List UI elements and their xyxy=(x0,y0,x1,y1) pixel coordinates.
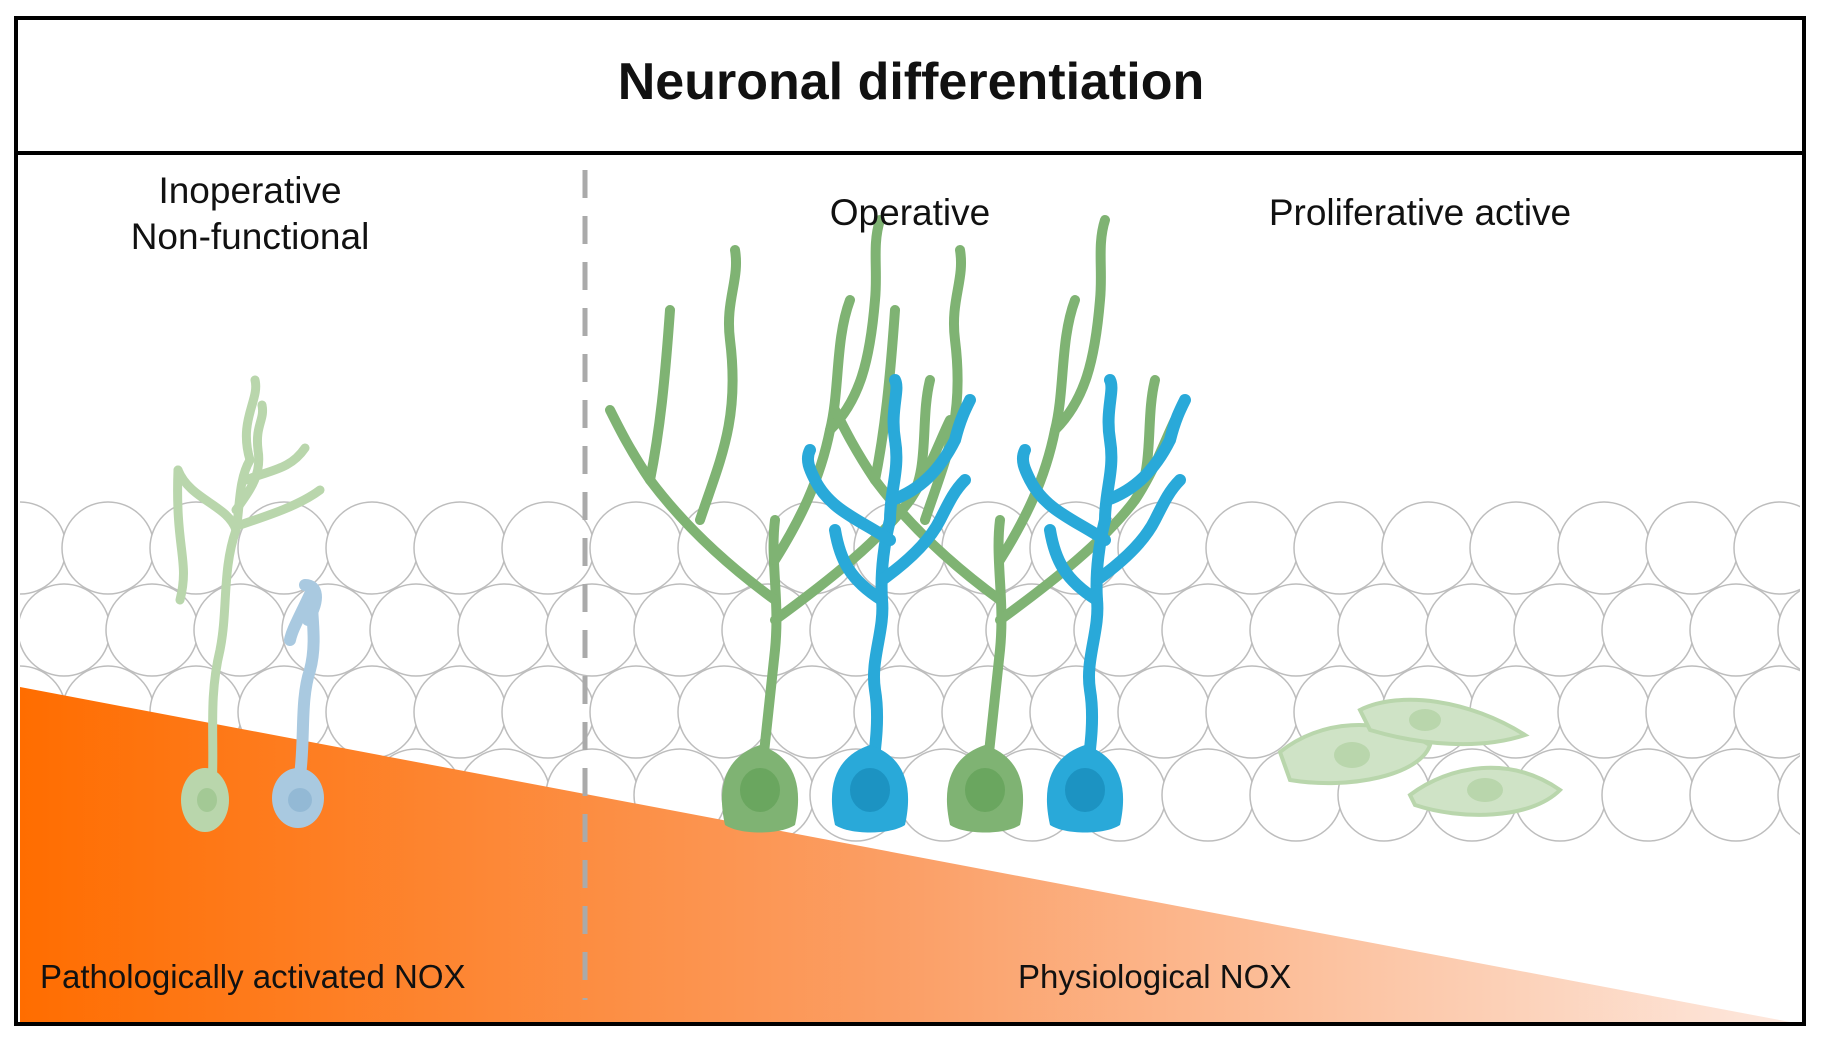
tissue-cell xyxy=(677,665,771,759)
operative-green-neurons xyxy=(605,215,1180,833)
tissue-cell xyxy=(61,501,155,595)
inoperative-label-line2: Non-functional xyxy=(130,216,370,257)
tissue-cell xyxy=(1557,501,1651,595)
proliferative-cell xyxy=(1357,697,1530,747)
tissue-cell xyxy=(1205,501,1299,595)
outer-frame xyxy=(14,16,1806,1026)
tissue-cell xyxy=(501,501,595,595)
tissue-cell xyxy=(1205,665,1299,759)
tissue-cell xyxy=(545,583,639,677)
proliferative-active-label: Proliferative active xyxy=(1268,192,1572,233)
tissue-cell xyxy=(1777,754,1800,836)
tissue-cell xyxy=(1557,665,1651,759)
inoperative-green-neuron xyxy=(173,375,325,832)
inoperative-label-line1: Inoperative xyxy=(158,170,342,211)
tissue-cell xyxy=(589,501,683,595)
tissue-cell xyxy=(1733,501,1800,595)
tissue-cell xyxy=(413,501,507,595)
tissue-cell xyxy=(1601,748,1695,842)
pathological-nox-label: Pathologically activated NOX xyxy=(40,958,466,995)
tissue-cell xyxy=(413,665,507,759)
tissue-cell xyxy=(193,583,287,677)
inoperative-blue-neuron xyxy=(272,579,324,828)
physiological-nox-label: Physiological NOX xyxy=(1018,958,1292,995)
tissue-cell xyxy=(325,501,419,595)
proliferative-cells xyxy=(1277,697,1564,817)
tissue-cell xyxy=(501,665,595,759)
tissue-cell xyxy=(1249,583,1343,677)
tissue-cell xyxy=(1645,665,1739,759)
operative-neuron xyxy=(801,374,976,833)
tissue-cell xyxy=(237,501,331,595)
tissue-cell xyxy=(1469,501,1563,595)
tissue-cell xyxy=(325,665,419,759)
tissue-cell xyxy=(1513,583,1607,677)
tissue-cell xyxy=(1601,583,1695,677)
tissue-cell xyxy=(1161,748,1255,842)
tissue-cell xyxy=(20,501,67,595)
tissue-cell xyxy=(1381,501,1475,595)
tissue-cell xyxy=(369,583,463,677)
operative-blue-neurons xyxy=(801,374,1191,833)
tissue-cell xyxy=(853,665,947,759)
tissue-cell xyxy=(1117,665,1211,759)
nox-gradient-wedge xyxy=(20,687,1790,1022)
diagram-title: Neuronal differentiation xyxy=(617,53,1205,111)
tissue-cell xyxy=(1029,665,1123,759)
tissue-cell xyxy=(1689,583,1783,677)
operative-neuron xyxy=(1016,374,1191,833)
operative-label: Operative xyxy=(829,192,991,233)
tissue-cell xyxy=(765,665,859,759)
tissue-cell xyxy=(1733,665,1800,759)
inoperative-label: Inoperative Non-functional xyxy=(100,168,400,260)
operative-neuron xyxy=(605,215,955,833)
tissue-cell xyxy=(1777,589,1800,671)
tissue-cell xyxy=(589,665,683,759)
tissue-cell xyxy=(1161,583,1255,677)
tissue-cell xyxy=(1645,501,1739,595)
tissue-cell xyxy=(809,583,903,677)
tissue-cell xyxy=(1425,583,1519,677)
tissue-cell xyxy=(1689,748,1783,842)
tissue-cell xyxy=(1293,501,1387,595)
tissue-cell xyxy=(20,583,111,677)
tissue-cell xyxy=(633,583,727,677)
tissue-cell xyxy=(457,583,551,677)
operative-neuron xyxy=(830,215,1180,833)
tissue-cell xyxy=(1337,583,1431,677)
tissue-cell xyxy=(897,583,991,677)
